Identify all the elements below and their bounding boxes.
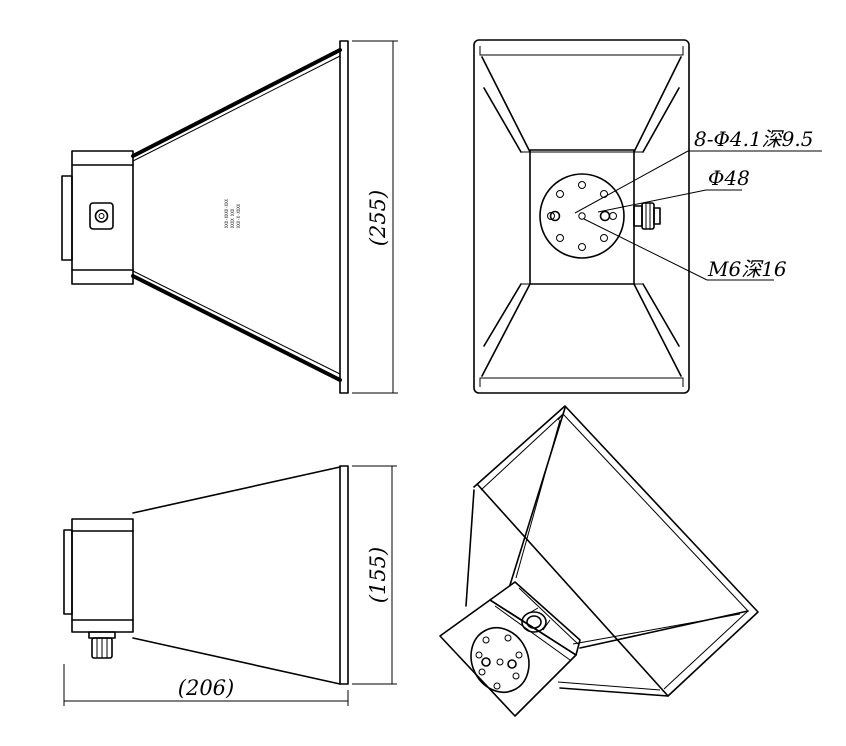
aperture-outer (473, 39, 690, 394)
iso-edge-top (509, 407, 566, 586)
iso-flange-disc (470, 627, 530, 693)
iso-flange-holes (475, 634, 523, 690)
connector-flange-bottom (63, 529, 73, 615)
iso-aperture-rim (473, 405, 759, 697)
connector-flange (61, 175, 73, 261)
nameplate: XXX-XXXX-XXX XXXX XXX XXX-X-XXXX (224, 199, 241, 228)
iso-connector (521, 607, 551, 633)
aperture-rim-bottom (339, 465, 349, 685)
iso-edge-bottom (559, 687, 669, 697)
callout-bolt-circle: Φ48 (708, 166, 750, 190)
callout-center-thread: M6深16 (707, 257, 787, 281)
bolt-circle-flange (539, 173, 625, 259)
nameplate-line-1: XXX-XXXX-XXX (224, 199, 229, 228)
iso-edge-right (579, 610, 749, 649)
bolt-holes (547, 181, 617, 251)
side-connector (633, 202, 661, 230)
dimension-height-top: (255) (366, 190, 390, 246)
front-view: 8-Φ4.1深9.5 Φ48 M6深16 (473, 39, 822, 394)
aperture-rim (339, 40, 349, 394)
waveguide-body (71, 150, 134, 285)
nameplate-line-2: XXXX XXX (230, 208, 235, 228)
horn-lower-edge (131, 274, 342, 382)
waveguide-flange-face (529, 149, 635, 285)
iso-edge-left (465, 489, 475, 607)
horn-upper-edge (131, 48, 342, 158)
nameplate-line-3: XXX-X-XXXX (236, 203, 241, 228)
callout-hole-spec: 8-Φ4.1深9.5 (694, 127, 814, 151)
horn-upper-edge-bottom (132, 466, 341, 514)
horn-lower-edge-bottom (132, 637, 341, 685)
bottom-connector (88, 631, 116, 659)
waveguide-body-bottom (71, 518, 134, 633)
bottom-side-view: (155) (206) (63, 465, 397, 706)
dimension-length: (206) (178, 676, 234, 700)
top-side-view: XXX-XXXX-XXX XXXX XXX XXX-X-XXXX (255) (61, 40, 398, 394)
isometric-view (439, 405, 759, 717)
connector-icon (89, 202, 114, 230)
dimension-height-bottom: (155) (366, 547, 390, 603)
